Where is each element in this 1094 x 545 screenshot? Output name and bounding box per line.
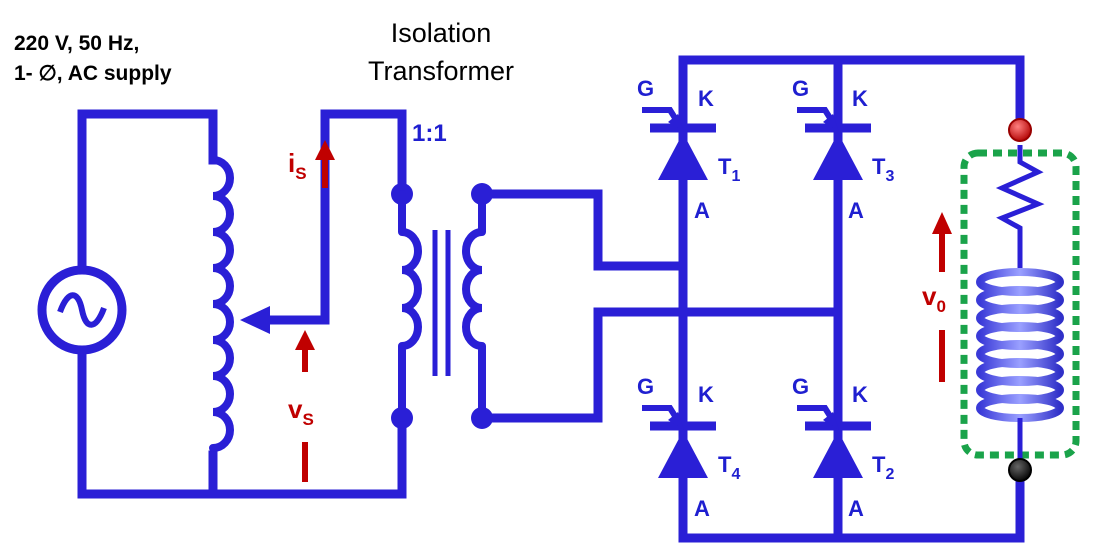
t1-gate-label: G xyxy=(637,76,654,101)
ac-supply-circuit xyxy=(37,109,234,499)
t2-cathode-label: K xyxy=(852,382,868,407)
voltage-arrow-vo xyxy=(932,212,952,382)
thyristor-t1 xyxy=(642,107,716,180)
t1-name-label: T1 xyxy=(718,154,740,185)
t4-anode-label: A xyxy=(694,496,710,521)
secondary-bottom-wire xyxy=(477,307,843,423)
negative-terminal-icon xyxy=(1008,458,1032,482)
transformer-title-line2: Transformer xyxy=(368,56,514,86)
transformer-title-line1: Isolation xyxy=(391,18,492,48)
t1-anode-label: A xyxy=(694,198,710,223)
autotransformer-coil-icon xyxy=(209,156,234,452)
t3-gate-label: G xyxy=(792,76,809,101)
t2-anode-label: A xyxy=(848,496,864,521)
vo-label: v0 xyxy=(922,281,946,316)
thyristor-t4 xyxy=(642,405,716,478)
t2-gate-label: G xyxy=(792,374,809,399)
wiper-arrow-icon xyxy=(240,306,270,334)
t4-cathode-label: K xyxy=(698,382,714,407)
t2-name-label: T2 xyxy=(872,452,894,483)
t4-name-label: T4 xyxy=(718,452,740,483)
thyristor-t3 xyxy=(797,107,871,180)
supply-label-line2: 1- ∅, AC supply xyxy=(14,62,172,85)
voltage-arrow-vs xyxy=(295,330,315,482)
isolation-transformer xyxy=(391,183,493,429)
secondary-top-wire xyxy=(477,189,688,271)
turns-ratio-label: 1:1 xyxy=(412,120,447,147)
supply-label-line1: 220 V, 50 Hz, xyxy=(14,32,139,55)
t3-name-label: T3 xyxy=(872,154,894,185)
sine-wave-icon xyxy=(57,292,107,328)
positive-terminal-icon xyxy=(1008,118,1032,142)
thyristor-t2 xyxy=(797,405,871,478)
rl-load xyxy=(960,118,1080,482)
t3-cathode-label: K xyxy=(852,86,868,111)
current-arrow-is xyxy=(315,140,335,188)
primary-winding-icon xyxy=(398,190,422,422)
bridge-rectifier xyxy=(642,55,1025,543)
t4-gate-label: G xyxy=(637,374,654,399)
t1-cathode-label: K xyxy=(698,86,714,111)
t3-anode-label: A xyxy=(848,198,864,223)
secondary-winding-icon xyxy=(462,190,486,422)
resistor-icon xyxy=(995,145,1045,268)
inductor-icon xyxy=(976,268,1064,460)
is-label: iS xyxy=(288,148,307,183)
vs-label: vS xyxy=(288,394,314,429)
variac-wiper xyxy=(208,109,407,499)
